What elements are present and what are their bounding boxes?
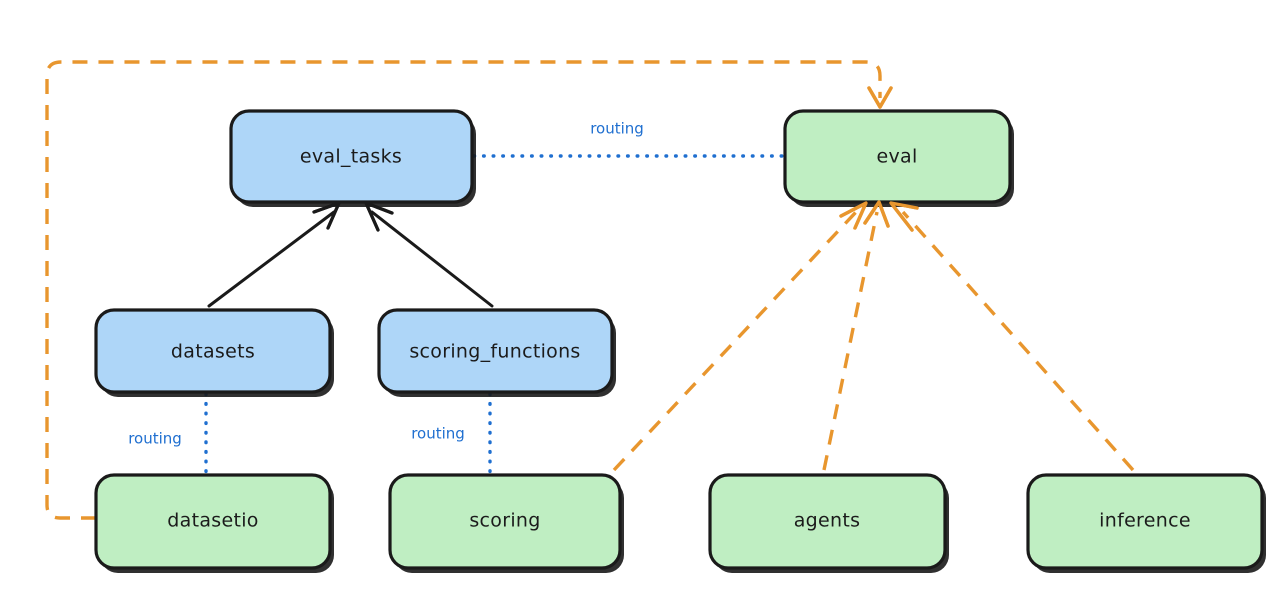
arrowhead-eval-tasks-right: [364, 201, 394, 232]
edge-agents-eval[interactable]: [822, 200, 890, 471]
node-label-inference: inference: [1099, 510, 1191, 532]
edge-scoring-functions-eval-tasks[interactable]: [364, 201, 494, 308]
arrowheads-overlay: [312, 86, 919, 232]
nodes-layer: eval_tasks eval datasets scoring_functio…: [94, 109, 1266, 573]
node-datasets[interactable]: datasets: [94, 308, 334, 397]
node-inference[interactable]: inference: [1026, 473, 1266, 573]
node-datasetio[interactable]: datasetio: [94, 473, 334, 573]
node-label-eval-tasks: eval_tasks: [300, 146, 402, 168]
edge-label-routing-eval-tasks: routing: [590, 120, 644, 138]
node-agents[interactable]: agents: [708, 473, 949, 573]
node-eval-tasks[interactable]: eval_tasks: [229, 109, 476, 207]
node-scoring-functions[interactable]: scoring_functions: [377, 308, 616, 397]
node-eval[interactable]: eval: [783, 109, 1014, 207]
node-label-datasets: datasets: [171, 341, 255, 363]
node-label-scoring: scoring: [469, 510, 540, 532]
node-label-scoring-functions: scoring_functions: [409, 341, 580, 363]
edge-labels-layer: routing routing routing: [128, 120, 644, 448]
arrowhead-eval-bottom-left: [839, 201, 868, 230]
edge-label-routing-scoring-functions: routing: [411, 425, 465, 443]
node-label-eval: eval: [876, 146, 917, 168]
edge-scoring-eval[interactable]: [612, 201, 868, 472]
edge-inference-eval[interactable]: [889, 201, 1135, 472]
arrowhead-eval-bottom-right: [889, 201, 919, 232]
arrowhead-eval-tasks-left: [312, 201, 341, 230]
node-scoring[interactable]: scoring: [388, 473, 624, 573]
arrowhead-eval-bottom-mid: [863, 200, 890, 228]
edge-label-routing-datasets: routing: [128, 430, 182, 448]
arrowhead-eval-top: [867, 86, 893, 109]
edge-datasets-eval-tasks[interactable]: [207, 201, 341, 308]
node-label-datasetio: datasetio: [167, 510, 258, 532]
node-label-agents: agents: [794, 510, 861, 532]
